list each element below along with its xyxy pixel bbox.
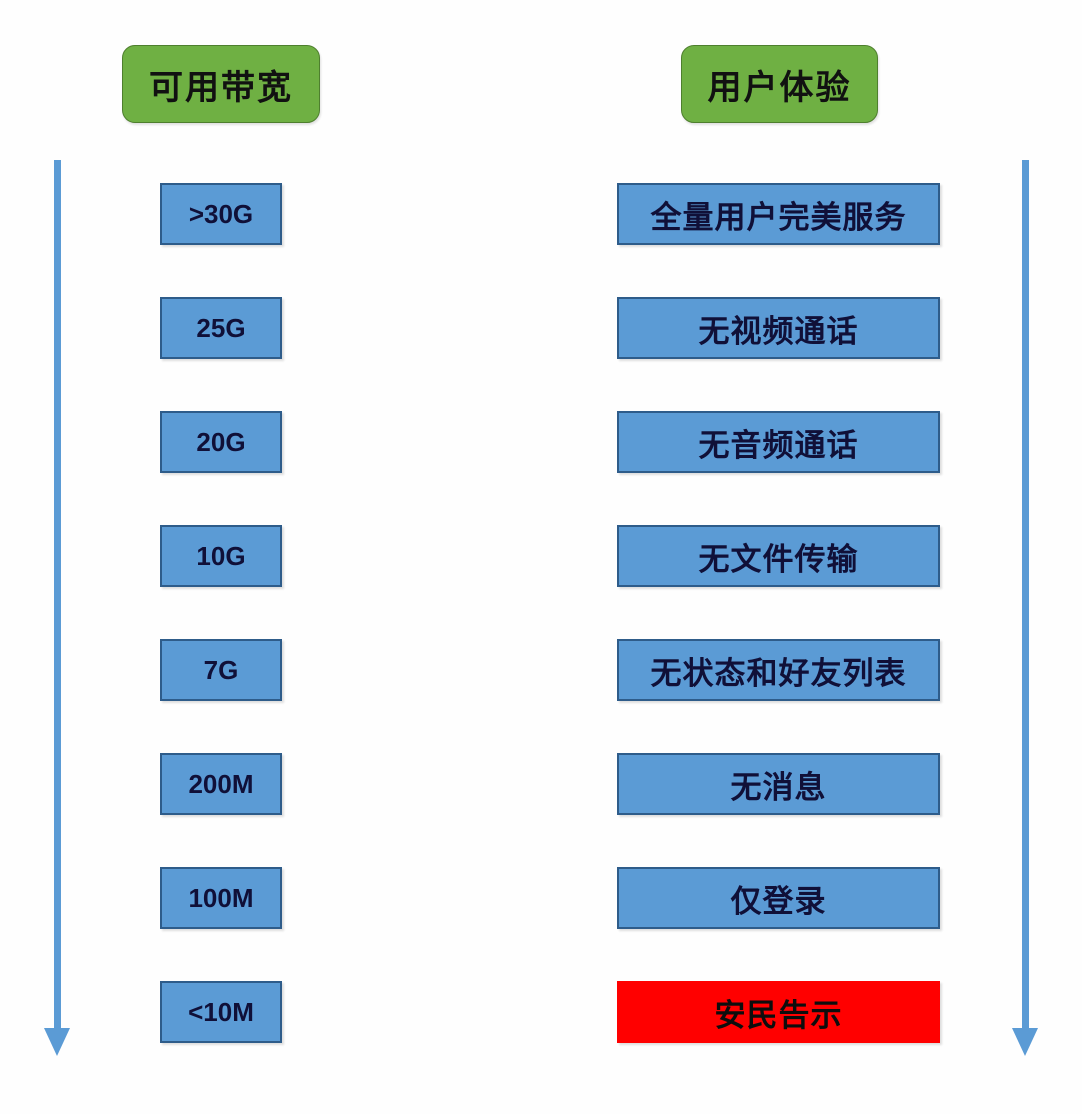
arrow-head	[44, 1028, 70, 1056]
experience-box-2: 无音频通话	[617, 411, 940, 473]
arrow-shaft	[54, 160, 61, 1036]
experience-box-3: 无文件传输	[617, 525, 940, 587]
bandwidth-column: >30G 25G 20G 10G 7G 200M 100M <10M	[160, 183, 282, 1043]
experience-column: 全量用户完美服务无视频通话无音频通话无文件传输无状态和好友列表无消息仅登录安民告…	[617, 183, 940, 1043]
experience-box-5: 无消息	[617, 753, 940, 815]
bandwidth-box-1: 25G	[160, 297, 282, 359]
bandwidth-box-5: 200M	[160, 753, 282, 815]
down-arrow-icon-left	[41, 160, 73, 1060]
header-available-bandwidth: 可用带宽	[122, 45, 320, 123]
down-arrow-icon-right	[1009, 160, 1041, 1060]
header-user-experience: 用户体验	[681, 45, 878, 123]
arrow-head	[1012, 1028, 1038, 1056]
bandwidth-box-6: 100M	[160, 867, 282, 929]
experience-box-6: 仅登录	[617, 867, 940, 929]
bandwidth-box-0: >30G	[160, 183, 282, 245]
experience-box-0: 全量用户完美服务	[617, 183, 940, 245]
bandwidth-box-4: 7G	[160, 639, 282, 701]
experience-box-7: 安民告示	[617, 981, 940, 1043]
experience-box-4: 无状态和好友列表	[617, 639, 940, 701]
arrow-shaft	[1022, 160, 1029, 1036]
bandwidth-box-3: 10G	[160, 525, 282, 587]
bandwidth-box-2: 20G	[160, 411, 282, 473]
bandwidth-box-7: <10M	[160, 981, 282, 1043]
experience-box-1: 无视频通话	[617, 297, 940, 359]
